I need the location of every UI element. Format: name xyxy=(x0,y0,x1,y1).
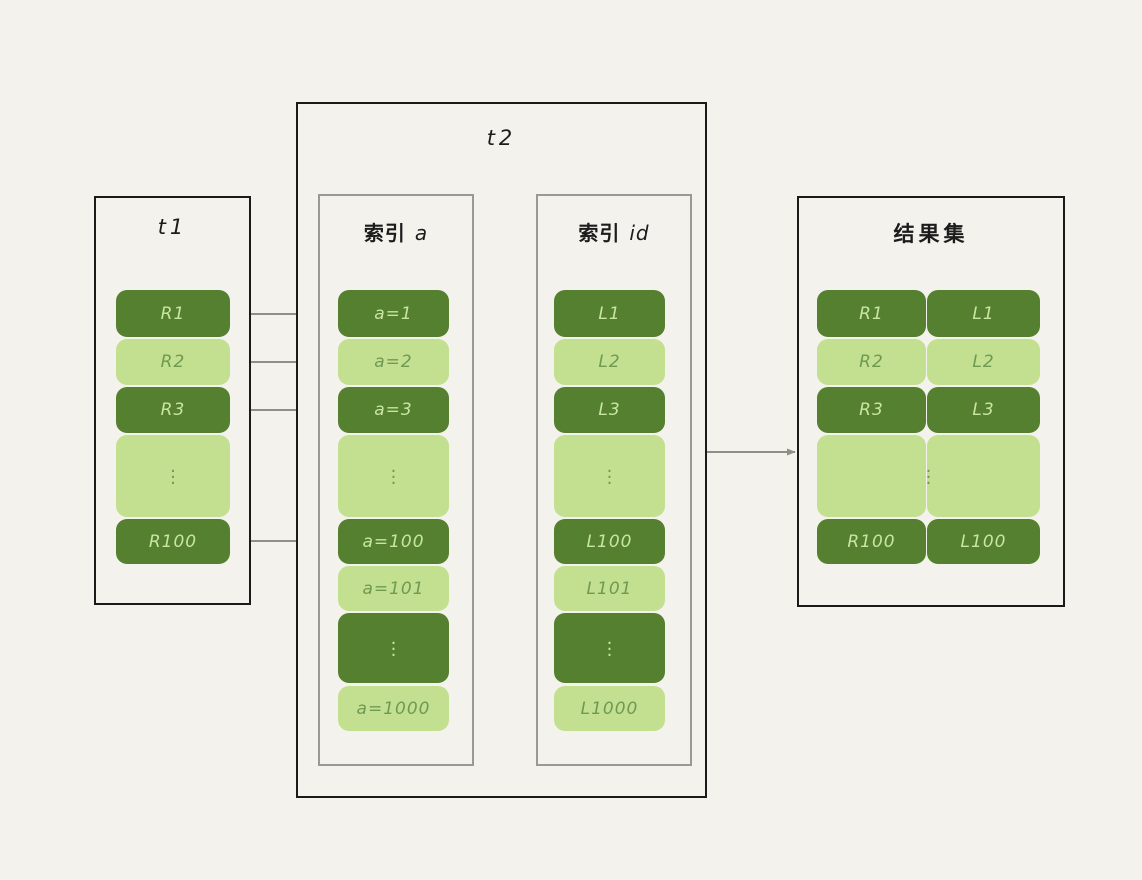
box-index-id-title-latin: id xyxy=(629,221,650,245)
index-a-cell-a1000-label: a=1000 xyxy=(356,698,431,719)
t1-cell-r3-label: R3 xyxy=(160,400,186,420)
result-cell-l1: L1 xyxy=(927,290,1040,337)
result-ellipsis-overlay: ... xyxy=(817,435,1040,517)
index-id-cell-l1-label: L1 xyxy=(598,303,621,324)
index-id-cell-l1: L1 xyxy=(554,290,665,337)
result-cell-ellipsis-right xyxy=(927,435,1040,517)
result-cell-r1-label: R1 xyxy=(859,303,884,324)
t1-cell-r1: R1 xyxy=(116,290,230,337)
result-cell-l2-label: L2 xyxy=(972,352,995,372)
index-id-cell-ellipsis-1: ... xyxy=(554,435,665,517)
result-cell-r2-label: R2 xyxy=(859,352,884,372)
index-a-cell-a1-label: a=1 xyxy=(374,303,413,324)
result-cell-ellipsis-left xyxy=(817,435,926,517)
index-a-cell-a3: a=3 xyxy=(338,387,449,433)
t1-cell-r100: R100 xyxy=(116,519,230,564)
box-result-set-title: 结果集 xyxy=(893,222,969,246)
box-t2-title: t2 xyxy=(486,126,517,150)
box-index-id-title-cjk: 索引 xyxy=(578,221,621,245)
index-a-cell-a2-label: a=2 xyxy=(374,352,413,372)
box-index-a-title-latin: a xyxy=(414,221,429,245)
t1-cell-r2: R2 xyxy=(116,339,230,385)
result-cell-r100-label: R100 xyxy=(847,531,896,552)
result-cell-l2: L2 xyxy=(927,339,1040,385)
index-id-cell-l100-label: L100 xyxy=(586,531,633,552)
index-a-cell-a1000: a=1000 xyxy=(338,686,449,731)
index-a-cell-a100: a=100 xyxy=(338,519,449,564)
index-id-cell-l3-label: L3 xyxy=(598,400,621,420)
index-a-cell-a101-label: a=101 xyxy=(362,578,425,599)
index-id-cell-l1000-label: L1000 xyxy=(580,698,639,719)
box-index-id-title: 索引 id xyxy=(538,217,690,246)
t1-cell-ellipsis: ... xyxy=(116,435,230,517)
result-cell-r1: R1 xyxy=(817,290,926,337)
t1-cell-r2-label: R2 xyxy=(160,352,186,372)
index-id-cell-ellipsis-2: ... xyxy=(554,613,665,683)
vertical-ellipsis-icon: ... xyxy=(925,456,932,489)
box-index-a-title-cjk: 索引 xyxy=(363,221,406,245)
index-a-cell-a2: a=2 xyxy=(338,339,449,385)
vertical-ellipsis-icon: ... xyxy=(606,628,613,661)
result-cell-l3: L3 xyxy=(927,387,1040,433)
index-a-cell-a1: a=1 xyxy=(338,290,449,337)
vertical-ellipsis-icon: ... xyxy=(170,456,176,489)
result-cell-l1-label: L1 xyxy=(972,303,995,324)
index-a-cell-ellipsis-2: ... xyxy=(338,613,449,683)
index-a-cell-ellipsis-1: ... xyxy=(338,435,449,517)
index-id-cell-l3: L3 xyxy=(554,387,665,433)
index-a-cell-a101: a=101 xyxy=(338,566,449,611)
result-cell-l3-label: L3 xyxy=(972,400,995,420)
index-id-cell-l2-label: L2 xyxy=(598,352,621,372)
index-id-cell-l100: L100 xyxy=(554,519,665,564)
index-id-cell-l101-label: L101 xyxy=(586,578,633,599)
t1-cell-r3: R3 xyxy=(116,387,230,433)
result-cell-r100: R100 xyxy=(817,519,926,564)
vertical-ellipsis-icon: ... xyxy=(390,456,397,489)
result-cell-r3-label: R3 xyxy=(859,400,884,420)
index-id-cell-l2: L2 xyxy=(554,339,665,385)
index-id-cell-l1000: L1000 xyxy=(554,686,665,731)
result-cell-l100: L100 xyxy=(927,519,1040,564)
index-a-cell-a100-label: a=100 xyxy=(362,531,425,552)
index-id-cell-l101: L101 xyxy=(554,566,665,611)
box-index-a-title: 索引 a xyxy=(320,217,472,246)
t1-cell-r100-label: R100 xyxy=(148,531,198,552)
index-a-cell-a3-label: a=3 xyxy=(374,400,413,420)
box-t1-title: t1 xyxy=(157,215,188,239)
result-cell-r3: R3 xyxy=(817,387,926,433)
t1-cell-r1-label: R1 xyxy=(160,303,186,324)
result-cell-r2: R2 xyxy=(817,339,926,385)
result-cell-l100-label: L100 xyxy=(960,531,1007,552)
vertical-ellipsis-icon: ... xyxy=(606,456,613,489)
vertical-ellipsis-icon: ... xyxy=(390,628,397,661)
